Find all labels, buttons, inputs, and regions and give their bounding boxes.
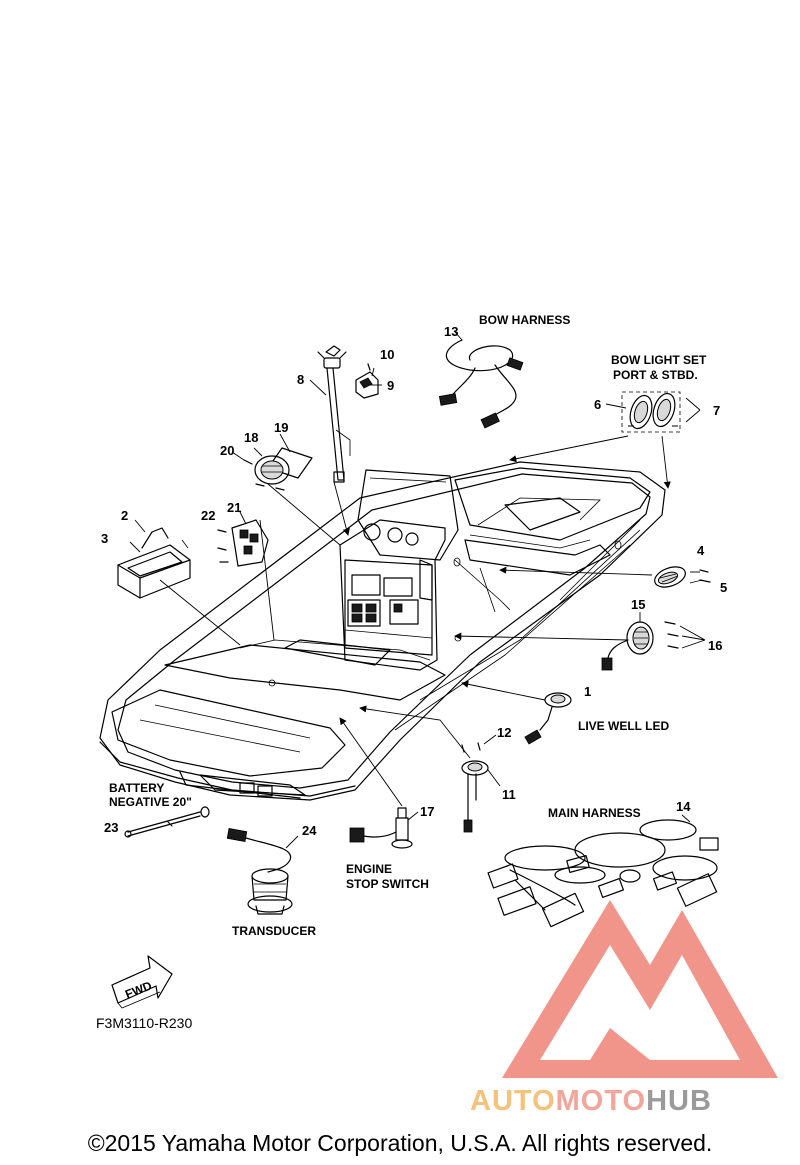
- callout-11: 11: [502, 787, 516, 802]
- part-engine-stop-switch: [339, 717, 419, 849]
- part-battery-cable: [124, 806, 210, 838]
- callout-8: 8: [297, 372, 304, 387]
- label-engine: ENGINE: [346, 862, 392, 876]
- label-bow-harness: BOW HARNESS: [479, 313, 570, 327]
- callout-21: 21: [227, 500, 241, 515]
- part-bow-harness: [438, 331, 524, 429]
- callout-numbers: 1 2 3 4 5 6 7 8 9 10 11 12 13 14 15 16 1…: [101, 324, 727, 838]
- callout-2: 2: [121, 508, 128, 523]
- callout-20: 20: [220, 443, 234, 458]
- part-battery-tray: [117, 519, 241, 646]
- callout-5: 5: [720, 580, 727, 595]
- label-battery-negative: NEGATIVE 20": [109, 795, 192, 809]
- watermark-text: AUTOMOTOHUB: [470, 1085, 712, 1118]
- boat-hull: [99, 461, 666, 801]
- callout-1: 1: [584, 684, 591, 699]
- callout-6: 6: [594, 397, 601, 412]
- label-battery: BATTERY: [109, 781, 164, 795]
- callout-19: 19: [274, 420, 288, 435]
- callout-22: 22: [201, 508, 215, 523]
- callout-16: 16: [708, 638, 722, 653]
- watermark-logo: [502, 900, 778, 1078]
- part-live-well-led: [461, 680, 572, 745]
- label-port-stbd: PORT & STBD.: [613, 368, 698, 382]
- part-switch: [359, 705, 501, 833]
- figure-code: F3M3110-R230: [96, 1015, 192, 1031]
- label-stop-switch: STOP SWITCH: [346, 877, 429, 891]
- callout-13: 13: [444, 324, 458, 339]
- label-main-harness: MAIN HARNESS: [548, 806, 641, 820]
- diagram-labels: BOW HARNESS BOW LIGHT SET PORT & STBD. L…: [96, 313, 707, 1031]
- label-transducer: TRANSDUCER: [232, 924, 316, 938]
- callout-10: 10: [380, 347, 394, 362]
- part-bow-light-set: [509, 391, 701, 489]
- callout-3: 3: [101, 531, 108, 546]
- label-bow-light-set: BOW LIGHT SET: [611, 353, 707, 367]
- forward-arrow-icon: FWD: [111, 955, 173, 1009]
- copyright-notice: ©2015 Yamaha Motor Corporation, U.S.A. A…: [87, 1130, 713, 1156]
- part-courtesy-light: [454, 612, 706, 671]
- watermark-moto: MOTO: [555, 1085, 647, 1117]
- callout-9: 9: [387, 378, 394, 393]
- watermark-auto: AUTO: [470, 1085, 556, 1117]
- center-console: [339, 469, 459, 671]
- part-antenna-mount: [309, 345, 382, 536]
- part-main-harness: [487, 814, 719, 928]
- callout-14: 14: [676, 799, 691, 814]
- fwd-label: FWD: [123, 978, 154, 1001]
- callout-7: 7: [713, 403, 720, 418]
- part-fuse-panel: [217, 511, 275, 641]
- part-transducer: [226, 828, 299, 915]
- callout-15: 15: [631, 597, 645, 612]
- part-bow-light: [499, 566, 711, 588]
- callout-23: 23: [104, 820, 118, 835]
- callout-17: 17: [420, 804, 434, 819]
- label-live-well-led: LIVE WELL LED: [578, 719, 669, 733]
- callout-4: 4: [697, 543, 705, 558]
- part-inspection-cover: [231, 433, 341, 546]
- callout-24: 24: [302, 823, 317, 838]
- callout-12: 12: [497, 725, 511, 740]
- callout-18: 18: [244, 430, 258, 445]
- watermark-hub: HUB: [646, 1085, 712, 1117]
